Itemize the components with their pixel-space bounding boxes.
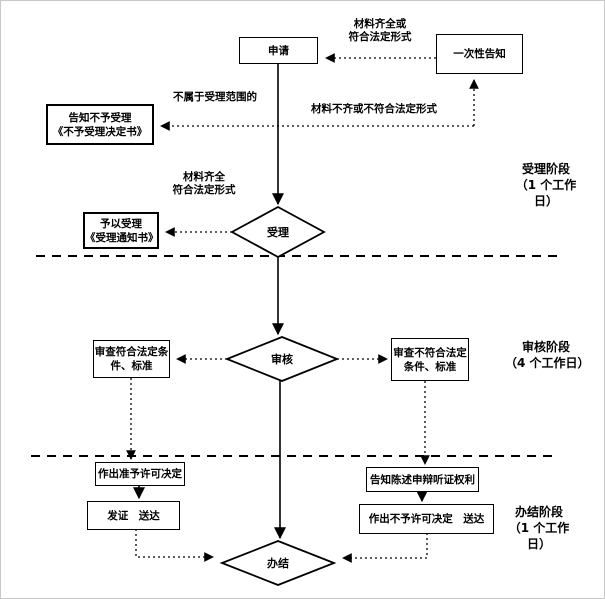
edge-deny-to-finish — [342, 533, 428, 563]
node-notify-rights: 告知陈述申辩听证权利 — [366, 467, 479, 492]
phase-label-review: 审核阶段 （4 个工作日） — [505, 340, 590, 370]
diamond-review — [224, 336, 340, 382]
node-review-fail-label: 审查不符合法定 条件、标准 — [393, 346, 467, 373]
diamond-accept — [230, 205, 326, 259]
phase-label-accept: 受理阶段 （1 个工作 日） — [515, 162, 577, 208]
diamond-finish — [219, 540, 337, 586]
edge-label-materials-incomplete: 材料不齐或不符合法定形式 — [311, 103, 437, 115]
node-review-pass-label: 审查符合法定条 件、标准 — [94, 346, 169, 372]
node-grant-decision-label: 作出准予许可决定 — [98, 468, 182, 480]
edge-label-materials-complete: 材料齐全 符合法定形式 — [172, 171, 236, 196]
phase-label-finish: 办结阶段 （1 个工作 日） — [508, 505, 570, 551]
node-grant-decision: 作出准予许可决定 — [95, 462, 185, 486]
edge-label-not-in-scope: 不属于受理范围的 — [173, 91, 257, 103]
diamond-review-label: 审核 — [271, 353, 293, 366]
node-notify-rights-label: 告知陈述申辩听证权利 — [370, 473, 475, 486]
node-one-time-notice: 一次性告知 — [436, 34, 523, 74]
node-apply-label: 申请 — [268, 44, 289, 57]
diamond-accept-label: 受理 — [267, 226, 289, 239]
node-deny-deliver: 作出不予许可决定 送达 — [359, 504, 494, 534]
node-accept-notice-label: 予以受理 《受理通知书》 — [85, 217, 159, 244]
node-one-time-notice-label: 一次性告知 — [453, 48, 506, 60]
node-accept-notice: 予以受理 《受理通知书》 — [83, 212, 159, 249]
node-review-pass: 审查符合法定条 件、标准 — [93, 340, 170, 378]
node-apply: 申请 — [239, 37, 318, 64]
node-notify-reject-label: 告知不予受理 《不予受理决定书》 — [52, 111, 148, 138]
diamond-finish-label: 办结 — [267, 557, 289, 570]
node-issue-deliver-label: 发证 送达 — [107, 509, 160, 522]
edge-label-materials-complete-or-legal: 材料齐全或 符合法定形式 — [348, 18, 412, 43]
node-review-fail: 审查不符合法定 条件、标准 — [391, 338, 469, 381]
node-notify-reject: 告知不予受理 《不予受理决定书》 — [46, 104, 154, 145]
node-deny-deliver-label: 作出不予许可决定 送达 — [368, 513, 485, 525]
edge-issue-to-finish — [135, 529, 214, 562]
node-issue-deliver: 发证 送达 — [87, 501, 180, 530]
